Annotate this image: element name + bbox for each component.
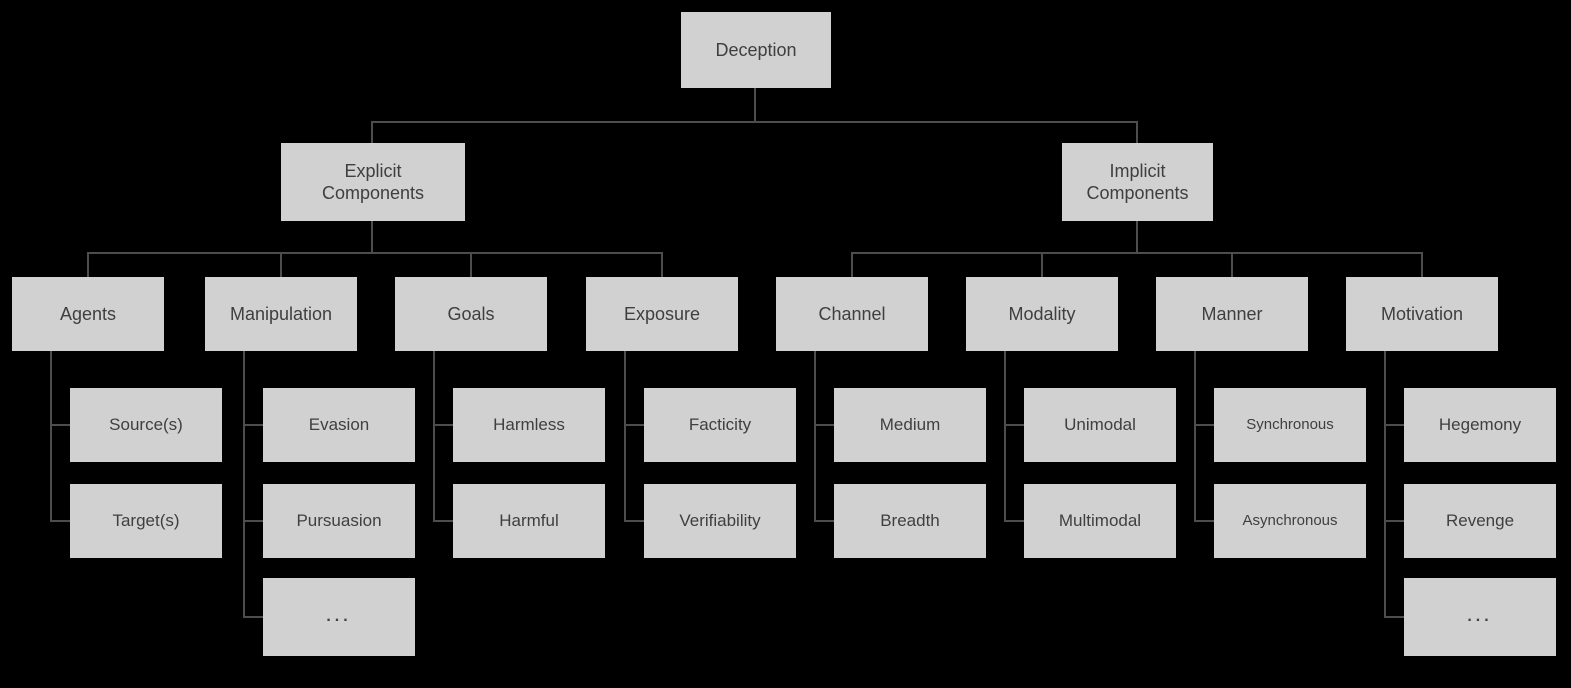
node-evasion: Evasion bbox=[263, 388, 415, 462]
connector-stub-breadth bbox=[814, 520, 834, 522]
node-medium: Medium bbox=[834, 388, 986, 462]
node-targets: Target(s) bbox=[70, 484, 222, 558]
node-goals: Goals bbox=[395, 277, 547, 351]
node-revenge: Revenge bbox=[1404, 484, 1556, 558]
connector-stub-unimodal bbox=[1004, 424, 1024, 426]
connector-stub-asynchronous bbox=[1194, 520, 1214, 522]
connector-drop-exposure bbox=[661, 252, 663, 277]
node-multimodal: Multimodal bbox=[1024, 484, 1176, 558]
connector-drop-modality bbox=[1041, 252, 1043, 277]
node-breadth: Breadth bbox=[834, 484, 986, 558]
connector-explicit-rail bbox=[87, 252, 663, 254]
connector-explicit-stem bbox=[371, 221, 373, 253]
node-verifiability: Verifiability bbox=[644, 484, 796, 558]
connector-drop-implicit bbox=[1136, 121, 1138, 143]
connector-manipulation-spine bbox=[243, 351, 245, 618]
connector-stub-facticity bbox=[624, 424, 644, 426]
node-unimodal: Unimodal bbox=[1024, 388, 1176, 462]
node-harmless: Harmless bbox=[453, 388, 605, 462]
node-modality: Modality bbox=[966, 277, 1118, 351]
connector-implicit-stem bbox=[1136, 221, 1138, 253]
connector-root-rail bbox=[371, 121, 1138, 123]
node-hegemony: Hegemony bbox=[1404, 388, 1556, 462]
connector-modality-spine bbox=[1004, 351, 1006, 522]
connector-drop-goals bbox=[470, 252, 472, 277]
connector-manner-spine bbox=[1194, 351, 1196, 522]
connector-drop-manipulation bbox=[280, 252, 282, 277]
node-manipulation-ellipsis: ... bbox=[263, 578, 415, 656]
connector-drop-channel bbox=[851, 252, 853, 277]
node-pursuasion: Pursuasion bbox=[263, 484, 415, 558]
connector-stub-synchronous bbox=[1194, 424, 1214, 426]
connector-stub-multimodal bbox=[1004, 520, 1024, 522]
node-label: Implicit Components bbox=[1086, 160, 1189, 204]
node-manipulation: Manipulation bbox=[205, 277, 357, 351]
node-harmful: Harmful bbox=[453, 484, 605, 558]
node-synchronous: Synchronous bbox=[1214, 388, 1366, 462]
connector-stub-revenge bbox=[1384, 520, 1404, 522]
connector-stub-verifiability bbox=[624, 520, 644, 522]
connector-exposure-spine bbox=[624, 351, 626, 522]
node-channel: Channel bbox=[776, 277, 928, 351]
node-motivation: Motivation bbox=[1346, 277, 1498, 351]
node-explicit-components: Explicit Components bbox=[281, 143, 465, 221]
connector-drop-motivation bbox=[1421, 252, 1423, 277]
node-exposure: Exposure bbox=[586, 277, 738, 351]
node-label: Explicit Components bbox=[321, 160, 425, 204]
connector-drop-manner bbox=[1231, 252, 1233, 277]
node-implicit-components: Implicit Components bbox=[1062, 143, 1213, 221]
connector-stub-evasion bbox=[243, 424, 263, 426]
connector-stub-medium bbox=[814, 424, 834, 426]
node-facticity: Facticity bbox=[644, 388, 796, 462]
connector-channel-spine bbox=[814, 351, 816, 522]
connector-goals-spine bbox=[433, 351, 435, 522]
connector-stub-sources bbox=[50, 424, 70, 426]
node-asynchronous: Asynchronous bbox=[1214, 484, 1366, 558]
connector-agents-spine bbox=[50, 351, 52, 522]
connector-stub-motivation-more bbox=[1384, 616, 1404, 618]
connector-stub-targets bbox=[50, 520, 70, 522]
connector-drop-agents bbox=[87, 252, 89, 277]
node-motivation-ellipsis: ... bbox=[1404, 578, 1556, 656]
connector-stub-harmful bbox=[433, 520, 453, 522]
connector-stub-pursuasion bbox=[243, 520, 263, 522]
connector-root-stem bbox=[754, 88, 756, 122]
connector-motivation-spine bbox=[1384, 351, 1386, 618]
node-sources: Source(s) bbox=[70, 388, 222, 462]
connector-drop-explicit bbox=[371, 121, 373, 143]
node-deception: Deception bbox=[681, 12, 831, 88]
node-agents: Agents bbox=[12, 277, 164, 351]
connector-stub-harmless bbox=[433, 424, 453, 426]
connector-stub-manipulation-more bbox=[243, 616, 263, 618]
node-manner: Manner bbox=[1156, 277, 1308, 351]
connector-implicit-rail bbox=[851, 252, 1423, 254]
connector-stub-hegemony bbox=[1384, 424, 1404, 426]
